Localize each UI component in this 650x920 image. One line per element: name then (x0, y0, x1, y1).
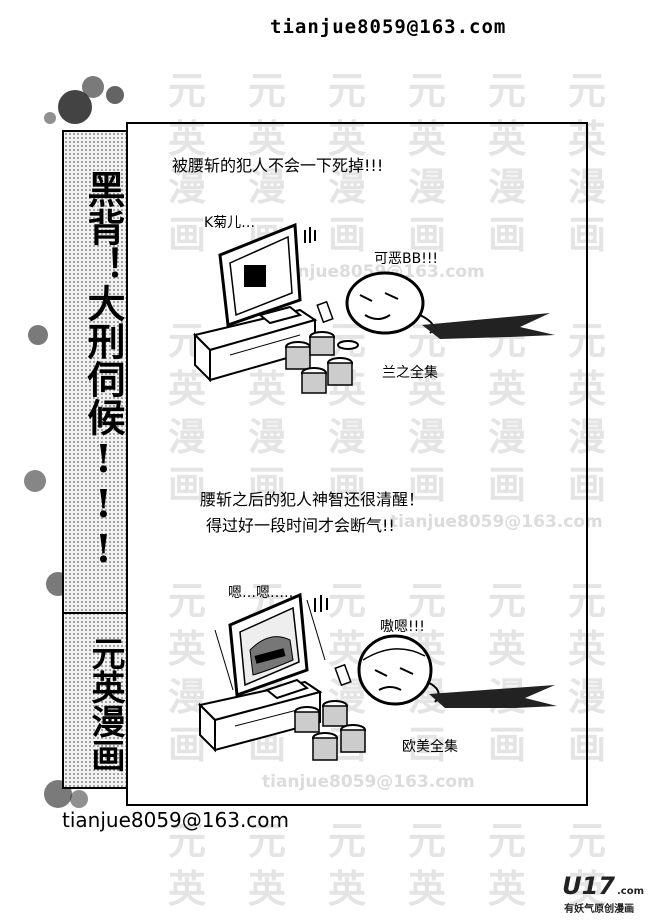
panel1-man-speech: 可恶BB!!! (374, 251, 439, 267)
logo-brand: U17 (562, 872, 615, 900)
watermark-email: tianjue8059@163.com (262, 772, 475, 792)
watermark-char: 元 (488, 819, 527, 863)
panel1-dvd-label: 兰之全集 (382, 365, 438, 381)
side-title: 黑背！大刑伺候!!! (81, 169, 126, 571)
watermark-char: 元 (328, 69, 367, 113)
u17-logo[interactable]: U17.com 有妖气原创漫画 (562, 872, 644, 915)
side-subtitle: 元英漫画 (85, 636, 125, 772)
watermark-char: 英 (488, 867, 527, 911)
watermark-char: 元 (488, 69, 527, 113)
panel2-caption-line1: 腰斩之后的犯人神智还很清醒！ (200, 490, 425, 509)
watermark-char: 元 (408, 69, 447, 113)
watermark-char: 元 (408, 819, 447, 863)
watermark-char: 元 (328, 819, 367, 863)
watermark-char: 英 (248, 867, 287, 911)
watermark-char: 英 (328, 867, 367, 911)
watermark-char: 英 (168, 867, 207, 911)
comic-frame (126, 122, 588, 806)
watermark-char: 元 (248, 69, 287, 113)
panel1-tv-speech: K菊儿… (204, 215, 256, 231)
side-divider (64, 612, 126, 614)
panel2-dvd-label: 欧美全集 (402, 739, 458, 755)
watermark-email: tianjue8059@163.com (390, 512, 603, 532)
side-banner: 黑背！大刑伺候!!! 元英漫画 (62, 130, 128, 789)
logo-tagline: 有妖气原创漫画 (564, 904, 635, 915)
panel2-illustration (198, 592, 557, 761)
footer-email: tianjue8059@163.com (62, 808, 290, 832)
panel2-caption-line2: 得过好一段时间才会断气!! (206, 516, 395, 535)
panel2-man-speech: 嗷嗯!!! (380, 619, 425, 635)
watermark-char: 元 (168, 69, 207, 113)
watermark-char: 元 (568, 819, 607, 863)
panel1-caption: 被腰斩的犯人不会一下死掉!!! (172, 156, 384, 175)
watermark-char: 元 (568, 69, 607, 113)
panel2-tv-speech: 嗯…嗯…… (228, 585, 298, 601)
logo-domain: .com (616, 886, 644, 897)
header-email: tianjue8059@163.com (270, 16, 507, 38)
panel1-illustration (193, 222, 555, 394)
watermark-char: 英 (408, 867, 447, 911)
